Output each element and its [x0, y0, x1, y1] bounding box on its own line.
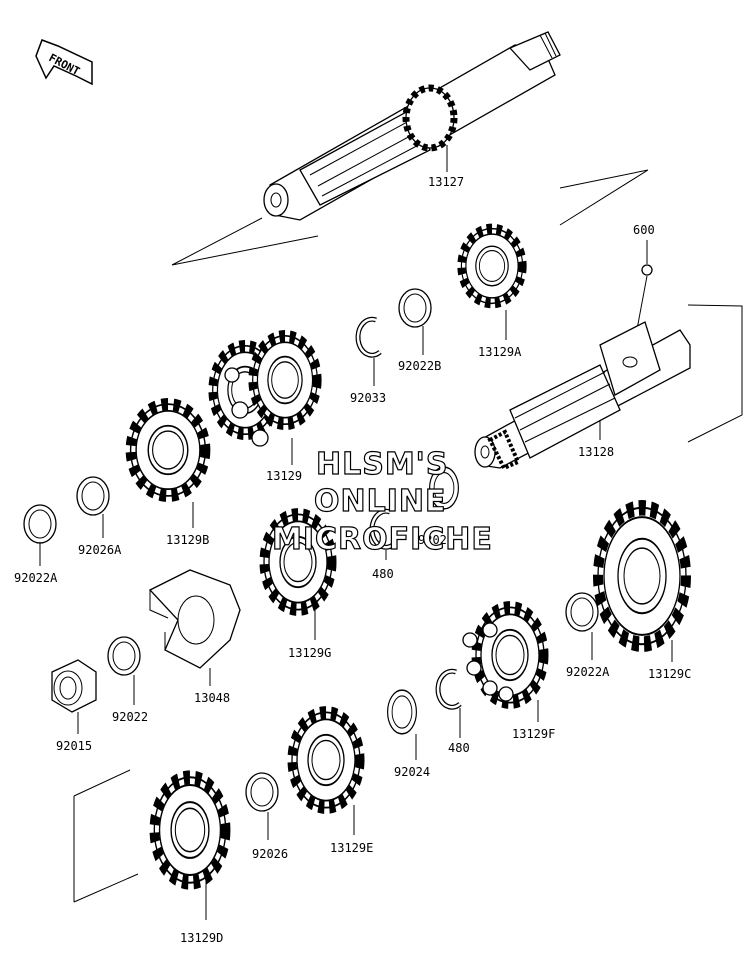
label-13129C: 13129C	[648, 667, 691, 681]
gear-13129B	[131, 404, 206, 496]
front-arrow-icon: FRONT	[35, 39, 93, 86]
gear-cluster-13129	[213, 336, 318, 447]
svg-text:HLSM'S: HLSM'S	[316, 447, 448, 482]
nut-92015	[51, 659, 97, 713]
label-92026: 92026	[252, 847, 288, 861]
label-13129B: 13129B	[166, 533, 209, 547]
label-480-top: 480	[372, 567, 394, 581]
label-13129F: 13129F	[512, 727, 555, 741]
svg-text:MICROFICHE: MICROFICHE	[272, 522, 493, 557]
washer-92024-bottom	[386, 689, 418, 735]
label-92022A-left: 92022A	[14, 571, 58, 585]
label-13129G: 13129G	[288, 646, 331, 660]
gear-13129F	[462, 607, 544, 702]
washer-92026	[245, 772, 279, 812]
label-92026A: 92026A	[78, 543, 122, 557]
label-13129E: 13129E	[330, 841, 373, 855]
label-480-bottom: 480	[448, 741, 470, 755]
label-600: 600	[633, 223, 655, 237]
label-92022B: 92022B	[398, 359, 441, 373]
label-92024-top: 92024	[418, 533, 454, 547]
circlip-480-bottom	[438, 671, 460, 707]
gear-13129A	[461, 229, 522, 304]
shifter-13048	[148, 569, 241, 669]
washer-92022B	[398, 288, 432, 328]
label-13048: 13048	[194, 691, 230, 705]
label-92015: 92015	[56, 739, 92, 753]
svg-text:ONLINE: ONLINE	[314, 484, 447, 519]
label-13127: 13127	[428, 175, 464, 189]
label-92033: 92033	[350, 391, 386, 405]
label-92022A-right: 92022A	[566, 665, 610, 679]
gear-13129E	[292, 712, 360, 807]
label-13129: 13129	[266, 469, 302, 483]
label-92022: 92022	[112, 710, 148, 724]
label-13129A: 13129A	[478, 345, 522, 359]
drive-shaft-13128	[474, 304, 743, 471]
gear-13129C	[598, 508, 686, 644]
gear-13129D	[73, 769, 226, 903]
watermark: HLSM'S ONLINE MICROFICHE	[271, 446, 493, 557]
output-shaft-13127	[171, 31, 649, 266]
washer-92022	[107, 636, 141, 676]
label-13128: 13128	[578, 445, 614, 459]
oil-plug-600	[641, 264, 653, 276]
washer-92026A	[76, 476, 110, 516]
label-13129D: 13129D	[180, 931, 223, 945]
washer-92022A-right	[565, 592, 599, 632]
circlip-92033	[358, 319, 380, 355]
washer-92022A-left	[23, 504, 57, 544]
label-92024-bottom: 92024	[394, 765, 430, 779]
